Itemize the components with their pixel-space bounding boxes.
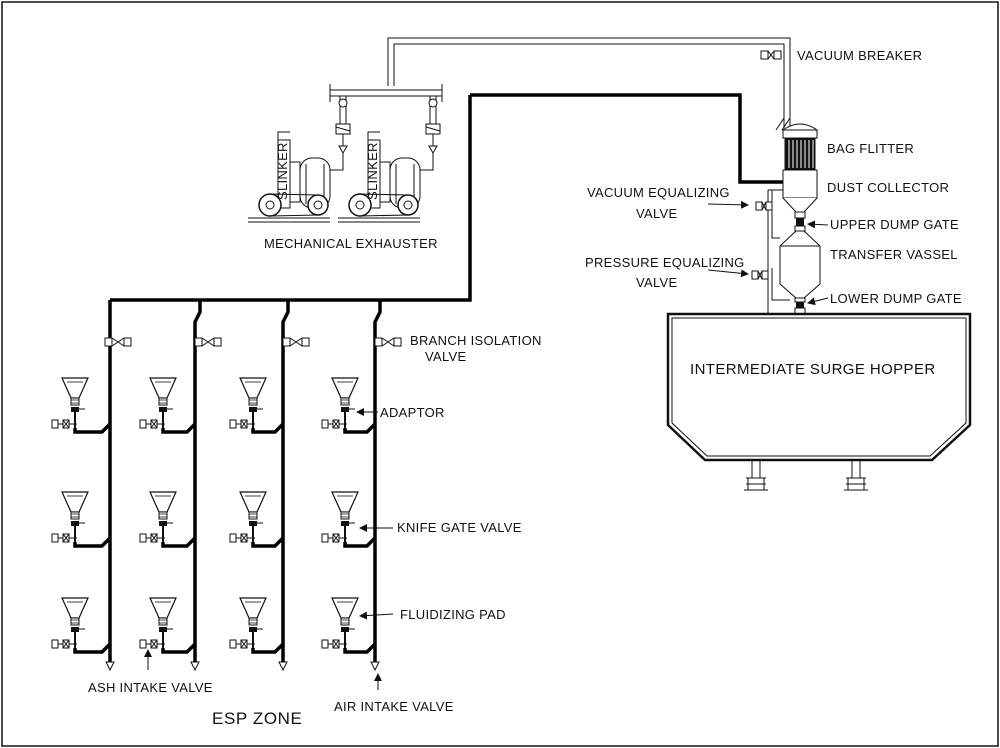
bag-filter-label: BAG FLITTER [827,141,914,156]
pressure-equalizing-label-1: PRESSURE EQUALIZING [585,255,745,270]
vacuum-breaker-label: VACUUM BREAKER [797,48,922,63]
ash-hopper-unit [321,597,377,654]
vacuum-equalizing-label-1: VACUUM EQUALIZING [587,185,730,200]
main-conveying-line [108,93,783,662]
adaptor-label: ADAPTOR [380,405,445,420]
ash-hopper-unit [321,377,377,434]
intermediate-surge-hopper [666,312,972,491]
mechanical-exhauster-label: MECHANICAL EXHAUSTER [264,236,438,251]
upper-dump-gate-label: UPPER DUMP GATE [830,217,959,232]
branch-isolation-label-2: VALVE [425,349,467,364]
fluidizing-pad-label: FLUIDIZING PAD [400,607,506,622]
exhauster-header [329,84,443,171]
ash-hopper-unit [229,377,285,434]
ash-hopper-unit [321,491,377,548]
vacuum-breaker-line [387,37,791,131]
ash-hopper-unit [51,491,112,548]
vacuum-equalizing-label-2: VALVE [636,206,678,221]
pressure-equalizing-label-2: VALVE [636,275,678,290]
knife-gate-valve-label: KNIFE GATE VALVE [397,520,522,535]
ash-hopper-unit [229,597,285,654]
ash-intake-valve-label: ASH INTAKE VALVE [88,680,213,695]
esp-zone-label: ESP ZONE [212,709,302,728]
esp-annotations [144,408,394,690]
branch-isolation-label-1: BRANCH ISOLATION [410,333,542,348]
ash-hopper-grid [51,377,377,654]
pressure-equalizing-valve [751,270,769,280]
ash-hopper-unit [51,597,112,654]
branch-isolation-valves [104,337,402,347]
transfer-vessel-label: TRANSFER VASSEL [830,247,958,262]
ash-hopper-unit [139,377,197,434]
exhauster-2-brand: SLINKER [365,142,380,200]
collector-annotations [707,200,829,306]
air-intake-tips [105,661,380,672]
surge-hopper-label: INTERMEDIATE SURGE HOPPER [690,361,936,378]
vacuum-breaker-valve [760,50,782,60]
lower-dump-gate-label: LOWER DUMP GATE [830,291,962,306]
exhauster-unit-1: SLINKER [248,131,331,223]
ash-hopper-unit [229,491,285,548]
ash-hopper-unit [139,491,197,548]
ash-hopper-unit [51,377,112,434]
dust-collector-assembly [767,123,821,315]
vacuum-equalizing-valve [755,201,773,211]
exhauster-unit-2: SLINKER [338,131,421,223]
ash-hopper-unit [139,597,197,654]
air-intake-valve-label: AIR INTAKE VALVE [334,699,454,714]
exhauster-1-brand: SLINKER [275,142,290,200]
dust-collector-label: DUST COLLECTOR [827,180,949,195]
